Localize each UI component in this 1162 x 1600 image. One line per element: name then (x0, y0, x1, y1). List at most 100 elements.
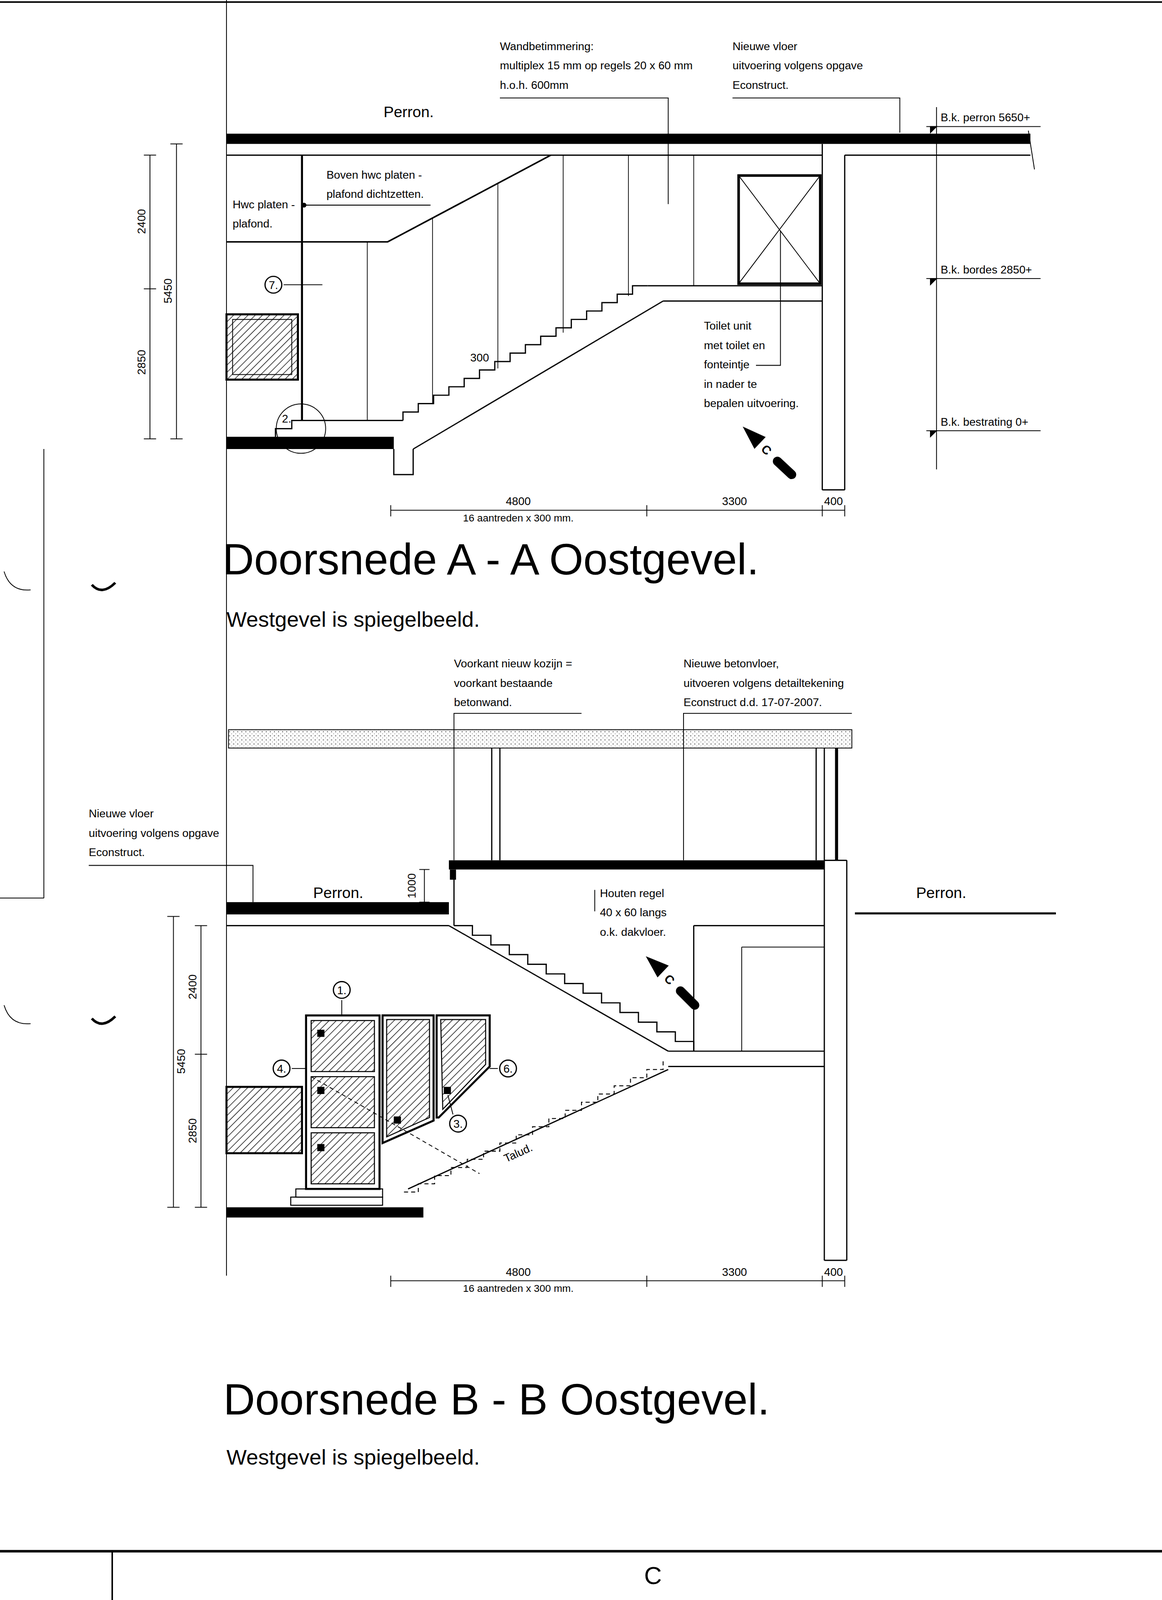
callout-number: 2. (282, 411, 292, 425)
section-b-structure-part (668, 1050, 825, 1052)
section-a-leaders (283, 97, 1041, 470)
section-b-leaders-part (453, 713, 582, 860)
section-a-structure-part (821, 143, 823, 490)
window-frames (226, 1015, 490, 1205)
view-arrow-part (777, 461, 792, 475)
window-frames-part (443, 1086, 452, 1094)
section-a-structure (226, 130, 1035, 490)
section-a-structure-part (300, 154, 303, 421)
callout-number: 6. (503, 1061, 514, 1075)
dimension-lines-part (170, 438, 183, 440)
callout-circle: 7. (264, 275, 283, 294)
section-b-structure-part (846, 859, 848, 1260)
section-a-leaders-part (926, 126, 1041, 128)
window-frames-part (311, 1020, 375, 1072)
section-a-structure-part (226, 154, 551, 242)
callout-outline (275, 402, 327, 454)
callout-circle-outline (276, 403, 326, 453)
dimension-label: 4800 (505, 1264, 531, 1279)
section-a-structure-part (843, 154, 846, 490)
note-label: Nieuwe betonvloer, uitvoeren volgens det… (683, 653, 844, 713)
dimension-lines-part (143, 154, 157, 156)
section-a-leaders-part (732, 97, 900, 133)
section-b-structure-part (824, 859, 847, 861)
section-a-leaders-part (499, 97, 669, 205)
note-label: Nieuwe vloer uitvoering volgens opgave E… (732, 36, 863, 96)
section-a-structure-part (431, 218, 433, 404)
level-label: B.k. bestrating 0+ (940, 415, 1029, 429)
section-b-structure-part (499, 747, 501, 860)
sheet-marks-part (226, 0, 227, 1276)
section-b-structure-part (226, 1207, 424, 1218)
dimension-lines-part (175, 143, 177, 439)
note-label: Hwc platen - plafond. (232, 195, 295, 234)
dimension-lines-part (822, 1275, 823, 1287)
section-b-structure-part (823, 747, 826, 860)
window-frames-part (311, 1076, 480, 1174)
section-b-structure-part (741, 946, 743, 1051)
dimension-label: 4800 (505, 494, 531, 509)
slope-label: Talud. (501, 1140, 535, 1166)
dimension-lines-part (167, 1206, 180, 1208)
section-a-structure-part (366, 241, 368, 421)
window-frames-part (393, 1115, 402, 1124)
subtitle: Westgevel is spiegelbeeld. (226, 606, 480, 632)
window-frames-part (436, 1015, 490, 1118)
dimension-label: 2400 (134, 208, 149, 234)
dimension-lines (143, 143, 845, 1287)
callout-circle: 2. (275, 402, 327, 454)
section-a-structure-part (402, 285, 648, 421)
dimension-lines-part (390, 509, 845, 511)
dimension-label: 2850 (185, 1117, 200, 1143)
section-a-structure-part (226, 133, 1031, 144)
section-b-structure-part (741, 946, 825, 948)
section-a-structure-part (393, 448, 414, 475)
section-a-leaders-part (302, 203, 307, 208)
area-label: Perron. (383, 102, 434, 122)
note-label: Houten regel 40 x 60 langs o.k. dakvloer… (599, 883, 667, 942)
window-frames-part (317, 1143, 325, 1152)
section-a-structure-part (413, 300, 664, 449)
section-b-structure (226, 729, 1056, 1260)
section-b-structure-part (693, 924, 825, 926)
section-b-leaders-part (594, 889, 596, 911)
window-frames-part (317, 1086, 325, 1094)
window-frames-part (306, 1015, 380, 1189)
section-a-structure-part (663, 300, 823, 302)
section-b-structure-part (823, 859, 826, 1260)
section-a-structure-part (822, 488, 845, 491)
level-label: B.k. bordes 2850+ (940, 263, 1033, 278)
section-b-structure-part (453, 877, 455, 926)
dimension-lines-part (390, 504, 392, 517)
section-a-structure-part (738, 175, 821, 284)
callout-circle-outline (273, 1059, 291, 1077)
dimension-lines-part (844, 504, 846, 517)
dimension-lines-part (646, 504, 648, 517)
callout-number: 7. (268, 278, 279, 291)
section-b-structure-part (448, 859, 825, 869)
title-block-part (0, 1549, 1162, 1553)
window-frames-part (440, 1019, 486, 1110)
callout-circle-outline (499, 1059, 517, 1077)
note-label: Voorkant nieuw kozijn = voorkant bestaan… (453, 653, 572, 713)
dimension-label: 5450 (174, 1048, 189, 1074)
dimension-lines-part (173, 915, 175, 1207)
dimension-lines-part (195, 925, 208, 926)
section-b-structure-part (854, 911, 1056, 914)
section-b-structure-part (408, 1069, 669, 1189)
dimension-label: 3300 (722, 494, 748, 509)
callout-number: 1. (337, 983, 347, 996)
callout-circle-outline (449, 1115, 467, 1132)
note-label: Toilet unit met toilet en fonteintje in … (704, 316, 799, 414)
section-a-structure-part (232, 319, 292, 375)
dimension-lines-part (419, 868, 430, 870)
dimension-lines-part (143, 438, 157, 440)
section-b-structure-part (226, 924, 449, 926)
section-a-leaders-part (930, 126, 937, 133)
section-a-leaders-part (926, 277, 1041, 279)
sheet-marks-part (43, 448, 45, 898)
dimension-lines-part (170, 143, 183, 145)
window-frames-part (290, 1196, 383, 1205)
section-b-structure-part (824, 1259, 847, 1261)
view-letter: C (660, 971, 678, 988)
